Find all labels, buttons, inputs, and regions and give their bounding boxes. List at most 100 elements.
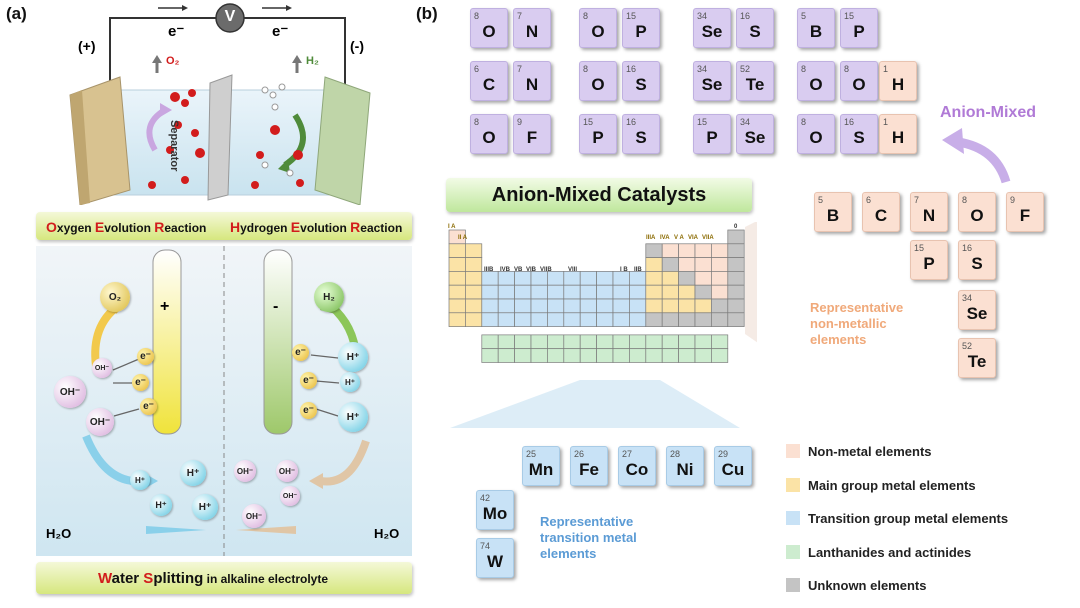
periodic-cell [596, 284, 614, 300]
periodic-cell [629, 312, 647, 327]
periodic-cell [465, 257, 483, 272]
reaction-title-segment: volution [300, 221, 351, 235]
hydroxide-ion: OH⁻ [280, 486, 300, 506]
periodic-cell [727, 284, 745, 300]
periodic-cell [711, 334, 729, 350]
periodic-cell [612, 348, 630, 363]
projection-wedge [450, 380, 740, 428]
atomic-number: 16 [740, 11, 751, 21]
atomic-number: 5 [801, 11, 807, 21]
element-symbol: S [971, 254, 983, 273]
reactions-banner: Oxygen Evolution Reaction Hydrogen Evolu… [36, 212, 412, 240]
periodic-cell [514, 284, 532, 300]
element-symbol: Fe [579, 460, 599, 479]
hydroxide-ion: OH⁻ [234, 460, 256, 482]
atomic-number: 16 [626, 117, 637, 127]
hydroxide-ion: OH⁻ [242, 504, 266, 528]
transition-caption: Representative transition metal elements [540, 514, 637, 562]
periodic-cell [645, 298, 663, 314]
element-symbol: O [482, 128, 496, 147]
group-label-ivb: IVB [500, 267, 511, 273]
legend-label: Unknown elements [808, 578, 927, 593]
o2-molecule: O₂ [100, 282, 130, 312]
group-label-iiia: IIIA [646, 235, 656, 241]
periodic-cell [481, 312, 499, 327]
periodic-cell [596, 348, 614, 363]
transition-caption-line: Representative [540, 514, 634, 529]
periodic-cell [694, 334, 712, 350]
element-symbol: P [706, 128, 718, 147]
periodic-cell [448, 298, 466, 314]
panel-a-label: (a) [6, 4, 27, 23]
periodic-cell [481, 271, 499, 286]
element-symbol: O [482, 22, 496, 41]
water-splitting-title: Water Splitting in alkaline electrolyte [98, 570, 328, 587]
periodic-cell [661, 271, 679, 286]
periodic-cell [711, 298, 729, 314]
periodic-cell [612, 298, 630, 314]
legend-label: Main group metal elements [808, 477, 976, 493]
atomic-number: 27 [622, 449, 633, 459]
periodic-cell [465, 243, 483, 258]
proton: H⁺ [340, 372, 360, 392]
atomic-number: 8 [583, 11, 589, 21]
element-symbol: P [853, 22, 865, 41]
periodic-cell [530, 348, 548, 363]
nonmetal-caption: Representative non-metallic elements [810, 300, 903, 348]
voltmeter-label: V [224, 8, 236, 25]
positive-terminal-label: (+) [78, 38, 96, 54]
periodic-cell [629, 334, 647, 350]
periodic-cell [514, 271, 532, 286]
periodic-cell [678, 271, 696, 286]
group-label-iib: IIB [634, 267, 642, 273]
periodic-cell [579, 348, 597, 363]
element-symbol: S [853, 128, 865, 147]
periodic-cell [678, 312, 696, 327]
hydroxide-ion-small: OH⁻ [92, 358, 112, 378]
periodic-cell [497, 348, 515, 363]
electron: e⁻ [292, 344, 309, 361]
periodic-cell [547, 298, 565, 314]
periodic-cell [448, 243, 466, 258]
periodic-cell [448, 271, 466, 286]
hydroxide-ion: OH⁻ [54, 376, 86, 408]
periodic-cell [596, 334, 614, 350]
element-symbol: F [526, 128, 538, 147]
group-label-viib: VIIB [540, 267, 552, 273]
atomic-number: 1 [883, 117, 889, 127]
periodic-cell [596, 271, 614, 286]
periodic-cell [727, 229, 745, 245]
reaction-title-segment: ydrogen [240, 221, 291, 235]
electron: e⁻ [132, 374, 149, 391]
periodic-cell [481, 298, 499, 314]
periodic-cell [547, 334, 565, 350]
water-right-label: H₂O [374, 526, 400, 541]
element-symbol: N [525, 22, 539, 41]
periodic-cell [694, 298, 712, 314]
water-splitting-suffix: in alkaline electrolyte [203, 572, 329, 586]
group-label-iiib: IIIB [484, 267, 494, 273]
legend-swatch [786, 444, 800, 458]
group-label-vib: VIB [526, 267, 537, 273]
periodic-cell [481, 334, 499, 350]
atomic-number: 15 [583, 117, 594, 127]
atomic-number: 8 [844, 64, 850, 74]
electron: e⁻ [300, 372, 317, 389]
element-symbol: S [635, 75, 647, 94]
her-title: Hydrogen Evolution Reaction [230, 219, 402, 235]
atomic-number: 29 [718, 449, 729, 459]
periodic-cell [678, 334, 696, 350]
